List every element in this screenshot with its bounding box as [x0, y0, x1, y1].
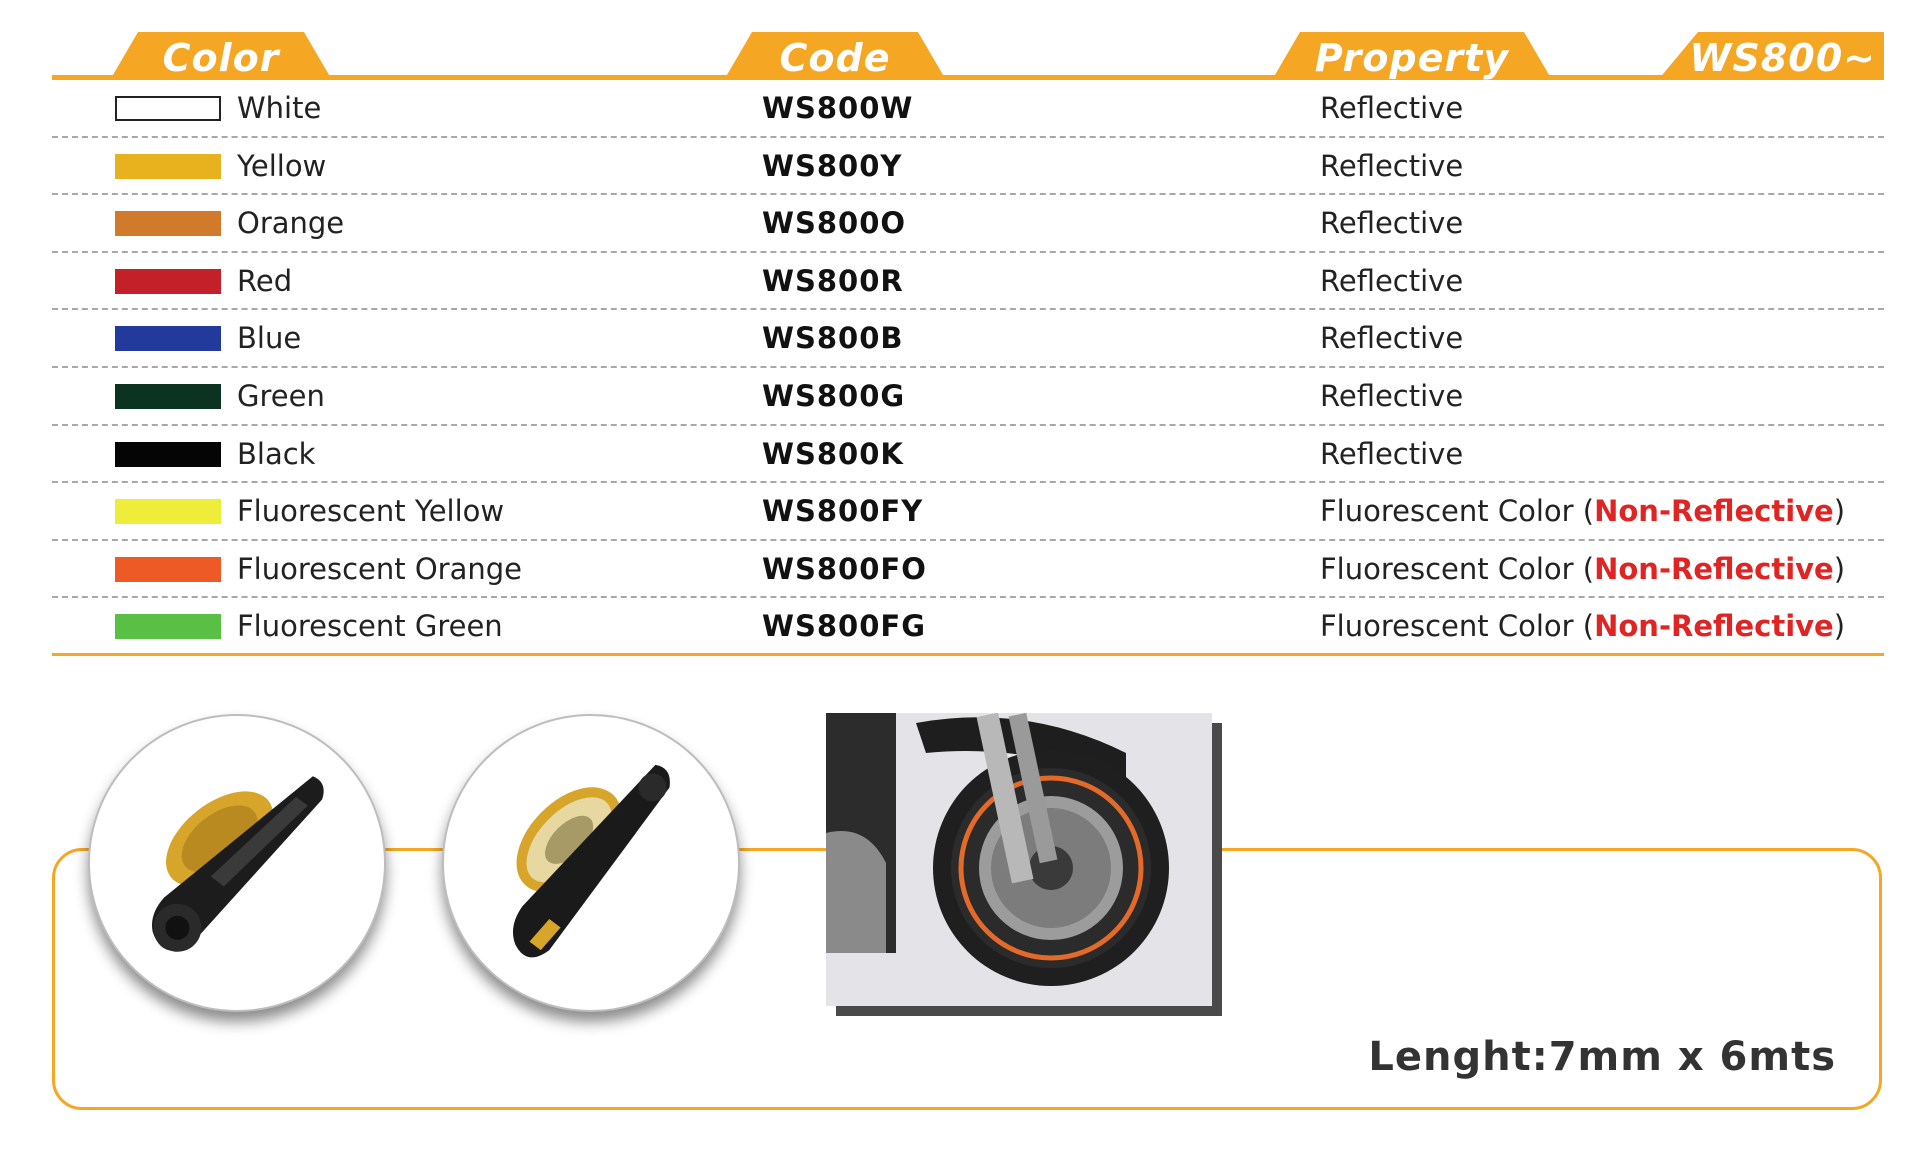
- product-code: WS800O: [762, 206, 907, 241]
- property-text: Reflective: [1320, 91, 1464, 125]
- product-code: WS800K: [762, 436, 904, 471]
- motorcycle-wheel-photo: [826, 713, 1222, 1016]
- property-cell: Fluorescent Color (Non-Reflective): [1320, 598, 1845, 655]
- table-row: Black WS800K Reflective: [52, 426, 1884, 484]
- color-name: Fluorescent Yellow: [237, 494, 505, 529]
- property-text: Fluorescent Color (: [1320, 494, 1595, 529]
- property-text: Reflective: [1320, 378, 1464, 413]
- property-cell: Reflective: [1320, 138, 1463, 195]
- color-swatch: [115, 383, 221, 409]
- property-text: Fluorescent Color (: [1320, 551, 1595, 586]
- non-reflective-warning: Non-Reflective: [1594, 551, 1834, 586]
- color-name: White: [237, 91, 322, 125]
- color-swatch: [115, 211, 221, 237]
- tape-length-label: Lenght:7mm x 6mts: [1368, 1034, 1836, 1080]
- property-text: Reflective: [1320, 263, 1464, 298]
- property-cell: Reflective: [1320, 310, 1463, 367]
- table-row: Green WS800G Reflective: [52, 368, 1884, 426]
- table-row: Orange WS800O Reflective: [52, 195, 1884, 253]
- table-row: Fluorescent Yellow WS800FY Fluorescent Col…: [52, 483, 1884, 541]
- dispenser-image-1: [88, 714, 386, 1012]
- header-underline: [52, 75, 1884, 80]
- tape-dispenser-icon: [513, 764, 670, 958]
- table-row: Fluorescent Orange WS800FO Fluorescent Col…: [52, 541, 1884, 599]
- property-close-paren: ): [1833, 551, 1846, 586]
- property-cell: Reflective: [1320, 80, 1463, 137]
- table-row: White WS800W Reflective: [52, 80, 1884, 138]
- property-cell: Fluorescent Color (Non-Reflective): [1320, 483, 1845, 540]
- property-cell: Reflective: [1320, 368, 1463, 425]
- property-close-paren: ): [1833, 494, 1846, 529]
- color-swatch: [115, 556, 221, 582]
- color-swatch: [115, 326, 221, 352]
- product-code: WS800R: [762, 263, 904, 298]
- color-name: Red: [237, 263, 293, 298]
- header-tab-series: WS800~: [1658, 32, 1884, 80]
- product-code: WS800FG: [762, 609, 927, 644]
- property-cell: Reflective: [1320, 253, 1463, 310]
- property-text: Reflective: [1320, 148, 1464, 183]
- product-code: WS800W: [762, 91, 914, 125]
- table-row: Yellow WS800Y Reflective: [52, 138, 1884, 196]
- color-swatch: [115, 499, 221, 525]
- color-name: Orange: [237, 206, 345, 241]
- table-row: Fluorescent Green WS800FG Fluorescent Colo…: [52, 598, 1884, 656]
- product-code: WS800B: [762, 321, 904, 356]
- color-name: Blue: [237, 321, 302, 356]
- color-name: Green: [237, 378, 325, 413]
- product-code: WS800G: [762, 378, 906, 413]
- table-row: Blue WS800B Reflective: [52, 310, 1884, 368]
- table-row: Red WS800R Reflective: [52, 253, 1884, 311]
- color-name: Fluorescent Orange: [237, 551, 523, 586]
- wheel-icon: [826, 713, 1212, 1006]
- color-name: Yellow: [237, 148, 327, 183]
- header-tab-property: Property: [1272, 32, 1552, 80]
- color-swatch: [115, 441, 221, 467]
- color-swatch: [115, 153, 221, 179]
- product-code: WS800FO: [762, 551, 927, 586]
- property-close-paren: ): [1833, 609, 1846, 644]
- property-text: Reflective: [1320, 436, 1464, 471]
- header-tab-code: Code: [724, 32, 946, 80]
- header-tab-color: Color: [110, 32, 332, 80]
- color-swatch: [115, 96, 221, 121]
- color-name: Black: [237, 436, 316, 471]
- product-code: WS800FY: [762, 494, 924, 529]
- table-header: Color Code Property WS800~: [52, 24, 1884, 80]
- product-code: WS800Y: [762, 148, 903, 183]
- dispenser-image-2: [442, 714, 740, 1012]
- color-name: Fluorescent Green: [237, 609, 503, 644]
- property-cell: Fluorescent Color (Non-Reflective): [1320, 541, 1845, 598]
- property-text: Fluorescent Color (: [1320, 609, 1595, 644]
- property-text: Reflective: [1320, 206, 1464, 241]
- tape-dispenser-icon: [152, 776, 324, 952]
- color-swatch: [115, 614, 221, 640]
- property-cell: Reflective: [1320, 426, 1463, 483]
- property-text: Reflective: [1320, 321, 1464, 356]
- color-swatch: [115, 268, 221, 294]
- non-reflective-warning: Non-Reflective: [1594, 609, 1834, 644]
- property-cell: Reflective: [1320, 195, 1463, 252]
- non-reflective-warning: Non-Reflective: [1594, 494, 1834, 529]
